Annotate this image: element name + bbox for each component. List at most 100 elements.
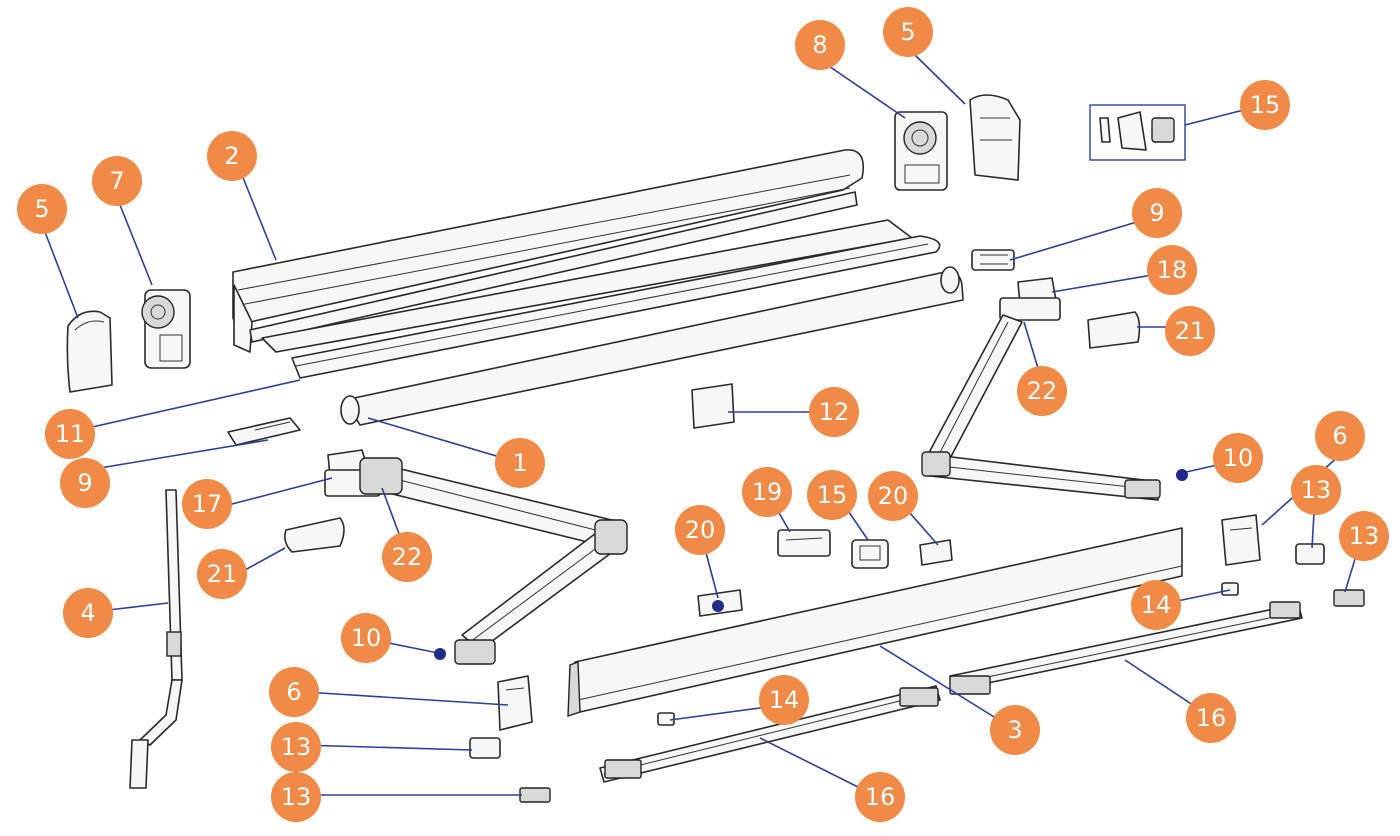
part-front-bar [567, 527, 1183, 717]
part-connector-left-a [469, 737, 501, 759]
badge-label: 6 [286, 678, 301, 706]
badge-label: 18 [1157, 256, 1188, 284]
badge-label: 16 [1196, 704, 1227, 732]
part-plate [691, 383, 735, 429]
part-bracket-left [227, 417, 301, 446]
leader-3 [879, 645, 1016, 731]
part-connector-left-b [519, 787, 551, 803]
badge-22-left: 22 [382, 532, 432, 582]
part-end-cap-left [66, 310, 113, 393]
badge-label: 13 [1349, 522, 1380, 550]
badge-8: 8 [795, 20, 845, 70]
part-clip-15 [851, 539, 889, 569]
badge-6-right: 6 [1315, 411, 1365, 461]
badge-label: 15 [1250, 91, 1281, 119]
badge-label: 1 [512, 449, 527, 477]
part-cover-strip [249, 191, 913, 353]
badge-13-right-b: 13 [1339, 511, 1389, 561]
badge-label: 7 [109, 167, 124, 195]
badge-21-right: 21 [1165, 306, 1215, 356]
badge-9-left: 9 [60, 458, 110, 508]
dot-10-left [434, 648, 446, 660]
leader-21-left [244, 547, 286, 571]
badge-label: 19 [752, 478, 783, 506]
badge-16-left: 16 [855, 772, 905, 822]
leader-5-right [914, 54, 966, 105]
part-lower-profile [291, 235, 941, 379]
badge-1: 1 [495, 438, 545, 488]
badge-14-right: 14 [1131, 580, 1181, 630]
badge-label: 20 [878, 482, 909, 510]
badge-label: 16 [865, 783, 896, 811]
leader-2 [239, 169, 277, 261]
badge-9-right: 9 [1132, 188, 1182, 238]
part-crank-handle [129, 489, 183, 789]
badge-16-right: 16 [1186, 693, 1236, 743]
leader-17 [231, 477, 333, 505]
badge-label: 21 [1175, 317, 1206, 345]
leader-7 [117, 199, 153, 286]
badge-15-box: 15 [1240, 80, 1290, 130]
part-telescopic-bar-left [599, 685, 941, 783]
badge-label: 5 [900, 18, 915, 46]
badge-label: 12 [819, 398, 850, 426]
badge-11: 11 [45, 409, 95, 459]
badge-19: 19 [742, 467, 792, 517]
part-arm-left [359, 457, 628, 665]
part-arm-right [921, 314, 1161, 501]
part-mount-bracket-right [1221, 514, 1261, 566]
part-kit-box [1089, 104, 1186, 161]
badge-15-mid: 15 [807, 470, 857, 520]
badge-label: 15 [817, 481, 848, 509]
badge-label: 11 [55, 420, 86, 448]
part-bracket-right [971, 249, 1015, 271]
leader-5-left [44, 231, 79, 319]
badge-label: 21 [207, 560, 238, 588]
badge-label: 9 [1149, 199, 1164, 227]
badge-14-left: 14 [759, 675, 809, 725]
badge-label: 13 [281, 733, 312, 761]
badge-label: 8 [812, 31, 827, 59]
badge-10-right: 10 [1213, 433, 1263, 483]
badge-22-right: 22 [1017, 366, 1067, 416]
badge-label: 10 [351, 624, 382, 652]
part-gear-mechanism [141, 289, 191, 369]
part-cap-right [1087, 311, 1141, 349]
badge-label: 2 [224, 142, 239, 170]
badge-3: 3 [990, 705, 1040, 755]
part-pin-right [1221, 582, 1239, 596]
leader-1 [367, 417, 521, 464]
badge-20-right: 20 [868, 471, 918, 521]
badge-label: 9 [77, 469, 92, 497]
badge-label: 10 [1223, 444, 1254, 472]
badge-label: 14 [1141, 591, 1172, 619]
dot-20-left [712, 600, 724, 612]
part-connector-right-a [1295, 543, 1325, 565]
badge-12: 12 [809, 387, 859, 437]
badge-17: 17 [182, 479, 232, 529]
badge-13-left-b: 13 [271, 772, 321, 822]
leader-9-left [87, 439, 269, 471]
leader-9-right [1009, 217, 1151, 261]
badge-5-right: 5 [883, 7, 933, 57]
dot-10-right [1176, 469, 1188, 481]
badge-label: 6 [1332, 422, 1347, 450]
leader-13-left-a [299, 744, 473, 751]
part-front-profile [232, 149, 864, 353]
badge-label: 14 [769, 686, 800, 714]
leader-8 [819, 59, 906, 119]
badge-4: 4 [63, 588, 113, 638]
badge-label: 5 [34, 195, 49, 223]
part-hinge-right [999, 277, 1061, 321]
leader-6-left [304, 691, 509, 706]
part-clip-19 [777, 529, 831, 557]
leader-11 [69, 379, 301, 433]
part-mount-bracket-left [497, 675, 533, 731]
part-telescopic-bar-right [949, 601, 1303, 695]
badge-label: 22 [392, 543, 423, 571]
part-clip-20-right [919, 539, 953, 566]
badge-10-left: 10 [341, 613, 391, 663]
badge-5-left: 5 [17, 184, 67, 234]
part-end-cap-right [969, 94, 1021, 181]
